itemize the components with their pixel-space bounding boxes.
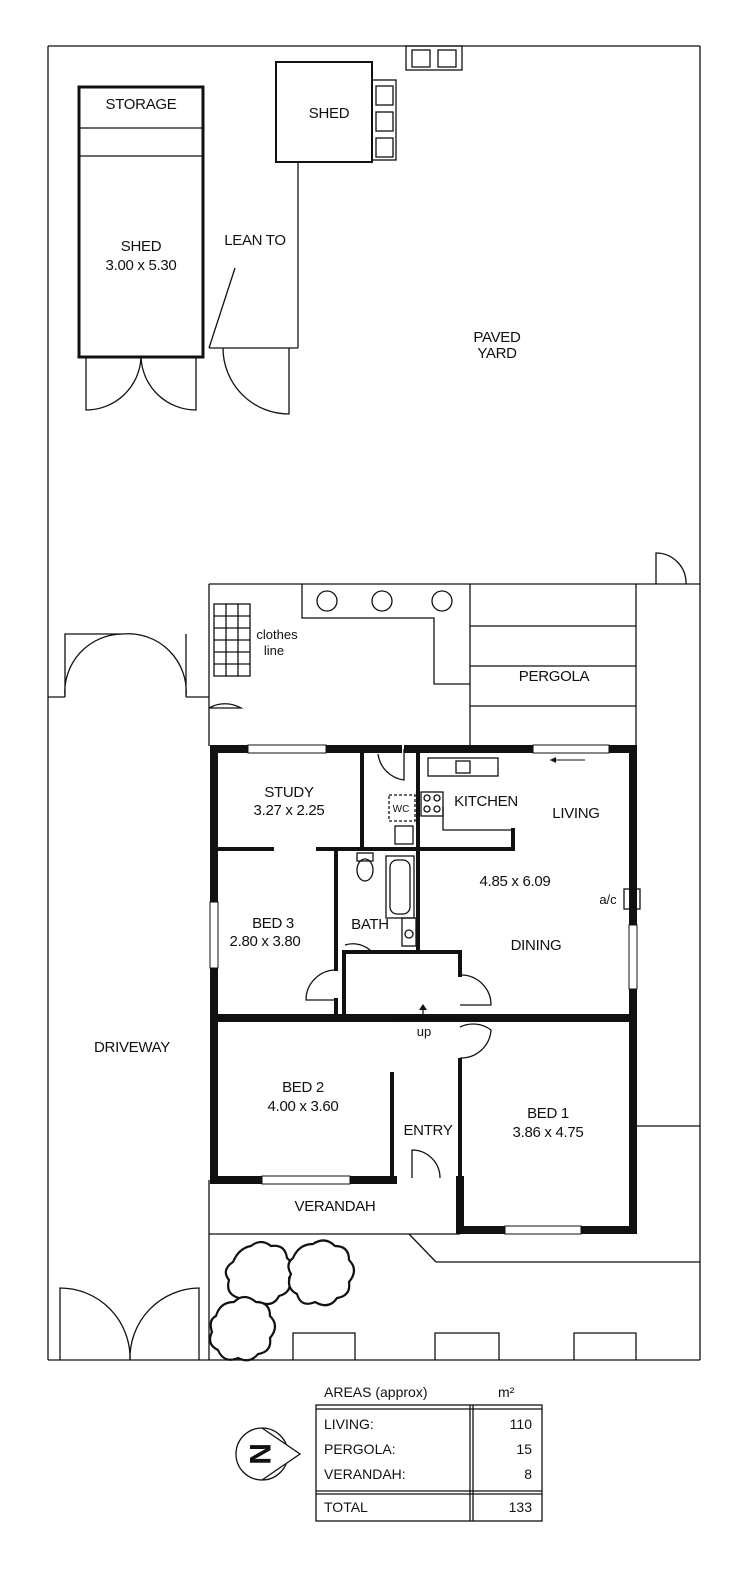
label-living-size: 4.85 x 6.09 [480,873,551,890]
label-storage: STORAGE [106,96,177,113]
north-arrow-icon: N [235,1427,302,1481]
outdoor-bench [301,584,470,685]
label-bed3-size: 2.80 x 3.80 [230,933,301,950]
yard-gate [655,552,687,585]
up-arrowhead-icon [419,1004,427,1010]
label-wc: WC [393,804,410,815]
label-paved-1: PAVED [473,329,521,346]
shed-small [275,61,397,163]
internal-doors [305,749,492,1179]
kitchen-fittings [420,757,513,831]
areas-row-value: 15 [516,1441,532,1457]
room-labels: STORAGE SHED 3.00 x 5.30 LEAN TO SHED PA… [94,96,617,1215]
label-kitchen: KITCHEN [454,793,518,810]
label-clothes-2: line [264,643,284,658]
label-clothes-1: clothes [256,627,298,642]
label-bath: BATH [351,916,389,933]
areas-total-value: 133 [509,1499,533,1515]
label-driveway: DRIVEWAY [94,1039,170,1056]
label-shed-small: SHED [309,105,350,122]
label-bed3: BED 3 [252,915,294,932]
label-up: up [417,1024,431,1039]
label-lean-to: LEAN TO [224,232,286,249]
shed-main [77,85,205,411]
label-shed-main: SHED [121,238,162,255]
label-living: LIVING [552,805,599,822]
bins [405,45,463,71]
label-verandah: VERANDAH [295,1198,376,1215]
ac-unit [623,888,641,910]
areas-total-label: TOTAL [324,1499,368,1515]
property-boundary [47,45,701,1361]
areas-row-label: PERGOLA: [324,1441,396,1457]
garden-trees [208,1239,356,1362]
areas-table: AREAS (approx) m² LIVING: 110 PERGOLA: 1… [315,1384,543,1522]
areas-row-value: 110 [510,1416,533,1432]
pergola-area [469,584,700,1127]
side-gate [208,703,244,709]
label-bed2: BED 2 [282,1079,324,1096]
areas-row-label: LIVING: [324,1416,374,1432]
windows [209,744,638,1235]
label-shed-main-size: 3.00 x 5.30 [106,257,177,274]
areas-unit: m² [498,1384,515,1400]
label-paved-2: YARD [477,345,517,362]
label-dining: DINING [511,937,562,954]
clothes-line [213,603,251,677]
label-pergola: PERGOLA [519,668,590,685]
label-ac: a/c [599,892,617,907]
driveway-gates [48,633,209,1361]
wet-area-fittings [356,794,417,947]
areas-heading: AREAS (approx) [324,1384,427,1400]
lean-to [208,163,299,415]
label-bed2-size: 4.00 x 3.60 [268,1098,339,1115]
verandah-area [208,1180,700,1360]
areas-row-value: 8 [524,1466,532,1482]
label-entry: ENTRY [403,1122,452,1139]
label-study: STUDY [264,784,314,801]
label-study-size: 3.27 x 2.25 [254,802,325,819]
label-bed1: BED 1 [527,1105,569,1122]
label-bed1-size: 3.86 x 4.75 [513,1124,584,1141]
compass-letter: N [243,1443,276,1465]
areas-row-label: VERANDAH: [324,1466,406,1482]
